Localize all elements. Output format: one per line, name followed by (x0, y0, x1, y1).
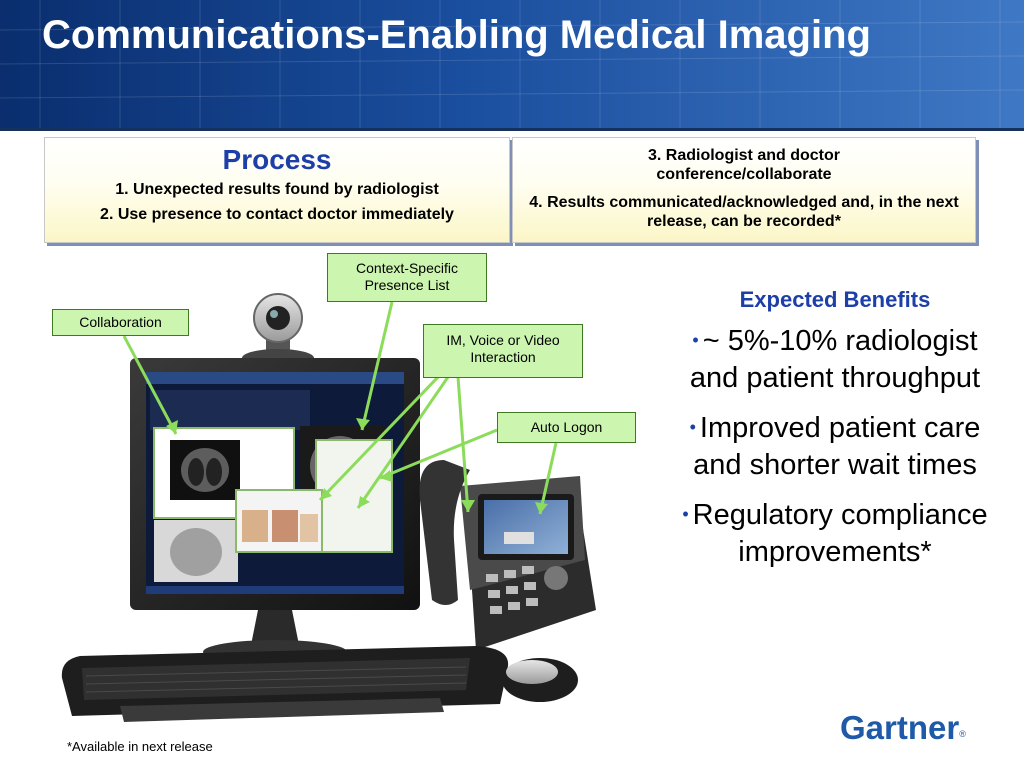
registered-mark-icon: ® (959, 729, 966, 739)
process-box-right: 3. Radiologist and doctor conference/col… (512, 137, 976, 243)
bullet-icon: • (682, 504, 689, 524)
process-box-left: Process 1. Unexpected results found by r… (44, 137, 510, 243)
monitor-stand (250, 610, 300, 650)
bullet-icon: • (689, 417, 696, 437)
callout-presence-list: Context-Specific Presence List (327, 253, 487, 302)
keyboard-icon (61, 646, 509, 722)
footnote: *Available in next release (67, 739, 213, 754)
benefit-text: ~ 5%-10% radiologist and patient through… (689, 325, 981, 394)
bullet-icon: • (692, 330, 699, 350)
banner-grid-pattern (0, 0, 1024, 128)
process-step-2: 2. Use presence to contact doctor immedi… (100, 206, 454, 223)
benefit-item: •Regulatory compliance improvements* (670, 496, 1000, 571)
benefit-item: •Improved patient care and shorter wait … (670, 409, 1000, 484)
expected-benefits: Expected Benefits •~ 5%-10% radiologist … (670, 286, 1000, 583)
title-divider (0, 128, 1024, 131)
title-banner: Communications-Enabling Medical Imaging (0, 0, 1024, 128)
benefit-item: •~ 5%-10% radiologist and patient throug… (670, 322, 1000, 397)
webcam-icon (242, 293, 314, 367)
mouse-icon (502, 658, 578, 702)
callout-auto-logon: Auto Logon (497, 412, 636, 443)
benefits-heading: Expected Benefits (739, 287, 931, 312)
slide-title: Communications-Enabling Medical Imaging (42, 13, 871, 57)
benefit-text: Improved patient care and shorter wait t… (693, 412, 981, 481)
gartner-logo: Gartner® (840, 708, 966, 754)
process-heading: Process (222, 144, 332, 175)
callout-interaction: IM, Voice or Video Interaction (423, 324, 583, 378)
callout-arrows (122, 301, 558, 515)
monitor-icon (130, 358, 420, 610)
process-step-1: 1. Unexpected results found by radiologi… (115, 181, 439, 198)
process-step-3: 3. Radiologist and doctor conference/col… (647, 147, 840, 183)
logo-text: Gartner (840, 709, 960, 746)
ip-phone-icon (419, 460, 596, 650)
benefit-text: Regulatory compliance improvements* (692, 499, 988, 568)
callout-collaboration: Collaboration (52, 309, 189, 336)
process-step-4: 4. Results communicated/acknowledged and… (529, 194, 959, 230)
